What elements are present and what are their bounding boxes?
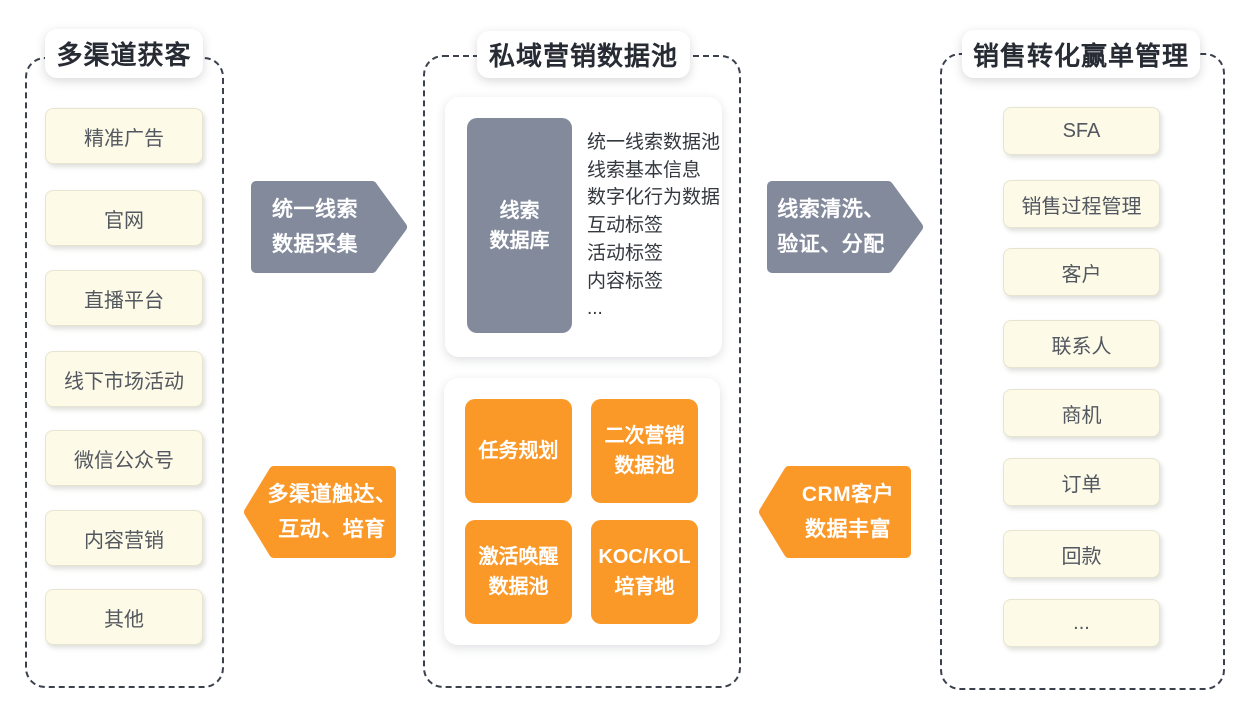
arrow-right-icon xyxy=(251,181,407,273)
lead-field-list: 统一线索数据池 线索基本信息 数字化行为数据 互动标签 活动标签 内容标签 ..… xyxy=(587,129,727,323)
channel-item-wechat: 微信公众号 xyxy=(45,430,203,486)
data-pool-title: 私域营销数据池 xyxy=(477,31,690,78)
sales-item-more: ... xyxy=(1003,599,1160,647)
sales-item-sfa: SFA xyxy=(1003,107,1160,155)
pool-label-line: 数据池 xyxy=(614,455,675,477)
sales-item-order: 订单 xyxy=(1003,458,1160,506)
lead-field: 互动标签 xyxy=(587,215,664,237)
arrow-label-line: 数据采集 xyxy=(272,233,358,256)
arrow-label-line: 线索清洗、 xyxy=(777,198,885,221)
pool-task-planning: 任务规划 xyxy=(465,399,572,503)
pool-label-line: 数据池 xyxy=(488,576,549,598)
lead-field: 统一线索数据池 xyxy=(587,132,721,153)
arrow-label-line: CRM客户 xyxy=(801,483,895,506)
lead-field: 数字化行为数据 xyxy=(587,187,721,209)
channel-item-livestream: 直播平台 xyxy=(45,270,203,326)
lead-field: 线索基本信息 xyxy=(587,159,702,181)
arrow-left-icon xyxy=(759,466,911,558)
pool-label-line: 二次营销 xyxy=(604,425,685,447)
lead-field: 内容标签 xyxy=(587,270,664,292)
pool-reactivation: 激活唤醒 数据池 xyxy=(465,520,572,624)
lead-database-label-line1: 线索 xyxy=(499,199,540,222)
channel-item-website: 官网 xyxy=(45,190,203,246)
sales-item-process: 销售过程管理 xyxy=(1003,180,1160,228)
sales-title: 销售转化赢单管理 xyxy=(962,30,1200,78)
arrow-label-line: 多渠道触达、 xyxy=(267,483,397,506)
lead-database-label-line2: 数据库 xyxy=(489,229,550,252)
acquisition-title: 多渠道获客 xyxy=(45,29,203,78)
pool-label-line: KOC/KOL xyxy=(598,546,691,568)
arrow-label-line: 统一线索 xyxy=(272,198,358,221)
lead-database-box: 线索 数据库 xyxy=(467,118,572,333)
arrow-label-line: 互动、培育 xyxy=(278,518,386,541)
pool-koc-kol: KOC/KOL 培育地 xyxy=(591,520,698,624)
channel-item-content: 内容营销 xyxy=(45,510,203,566)
arrow-right-icon xyxy=(767,181,923,273)
arrow-crm-data-enrichment: CRM客户 数据丰富 xyxy=(784,465,912,559)
channel-item-ads: 精准广告 xyxy=(45,108,203,164)
sales-item-contact: 联系人 xyxy=(1003,320,1160,368)
pool-label-line: 任务规划 xyxy=(478,440,559,462)
sales-item-customer: 客户 xyxy=(1003,248,1160,296)
arrow-label-line: 验证、分配 xyxy=(777,233,885,256)
pool-label-line: 激活唤醒 xyxy=(478,546,559,568)
arrow-label-line: 数据丰富 xyxy=(805,518,891,541)
pool-label-line: 培育地 xyxy=(614,576,675,598)
arrow-unified-lead-collection: 统一线索 数据采集 xyxy=(255,180,375,274)
arrow-multichannel-reach-nurture: 多渠道触达、 互动、培育 xyxy=(266,465,398,559)
arrow-lead-clean-verify-assign: 线索清洗、 验证、分配 xyxy=(771,180,891,274)
channel-item-offline-events: 线下市场活动 xyxy=(45,351,203,407)
arrow-left-icon xyxy=(244,466,396,558)
sales-item-payment: 回款 xyxy=(1003,530,1160,578)
lead-field: 活动标签 xyxy=(587,242,664,264)
channel-item-other: 其他 xyxy=(45,589,203,645)
sales-item-opportunity: 商机 xyxy=(1003,389,1160,437)
pool-secondary-marketing: 二次营销 数据池 xyxy=(591,399,698,503)
lead-field: ... xyxy=(587,298,603,320)
